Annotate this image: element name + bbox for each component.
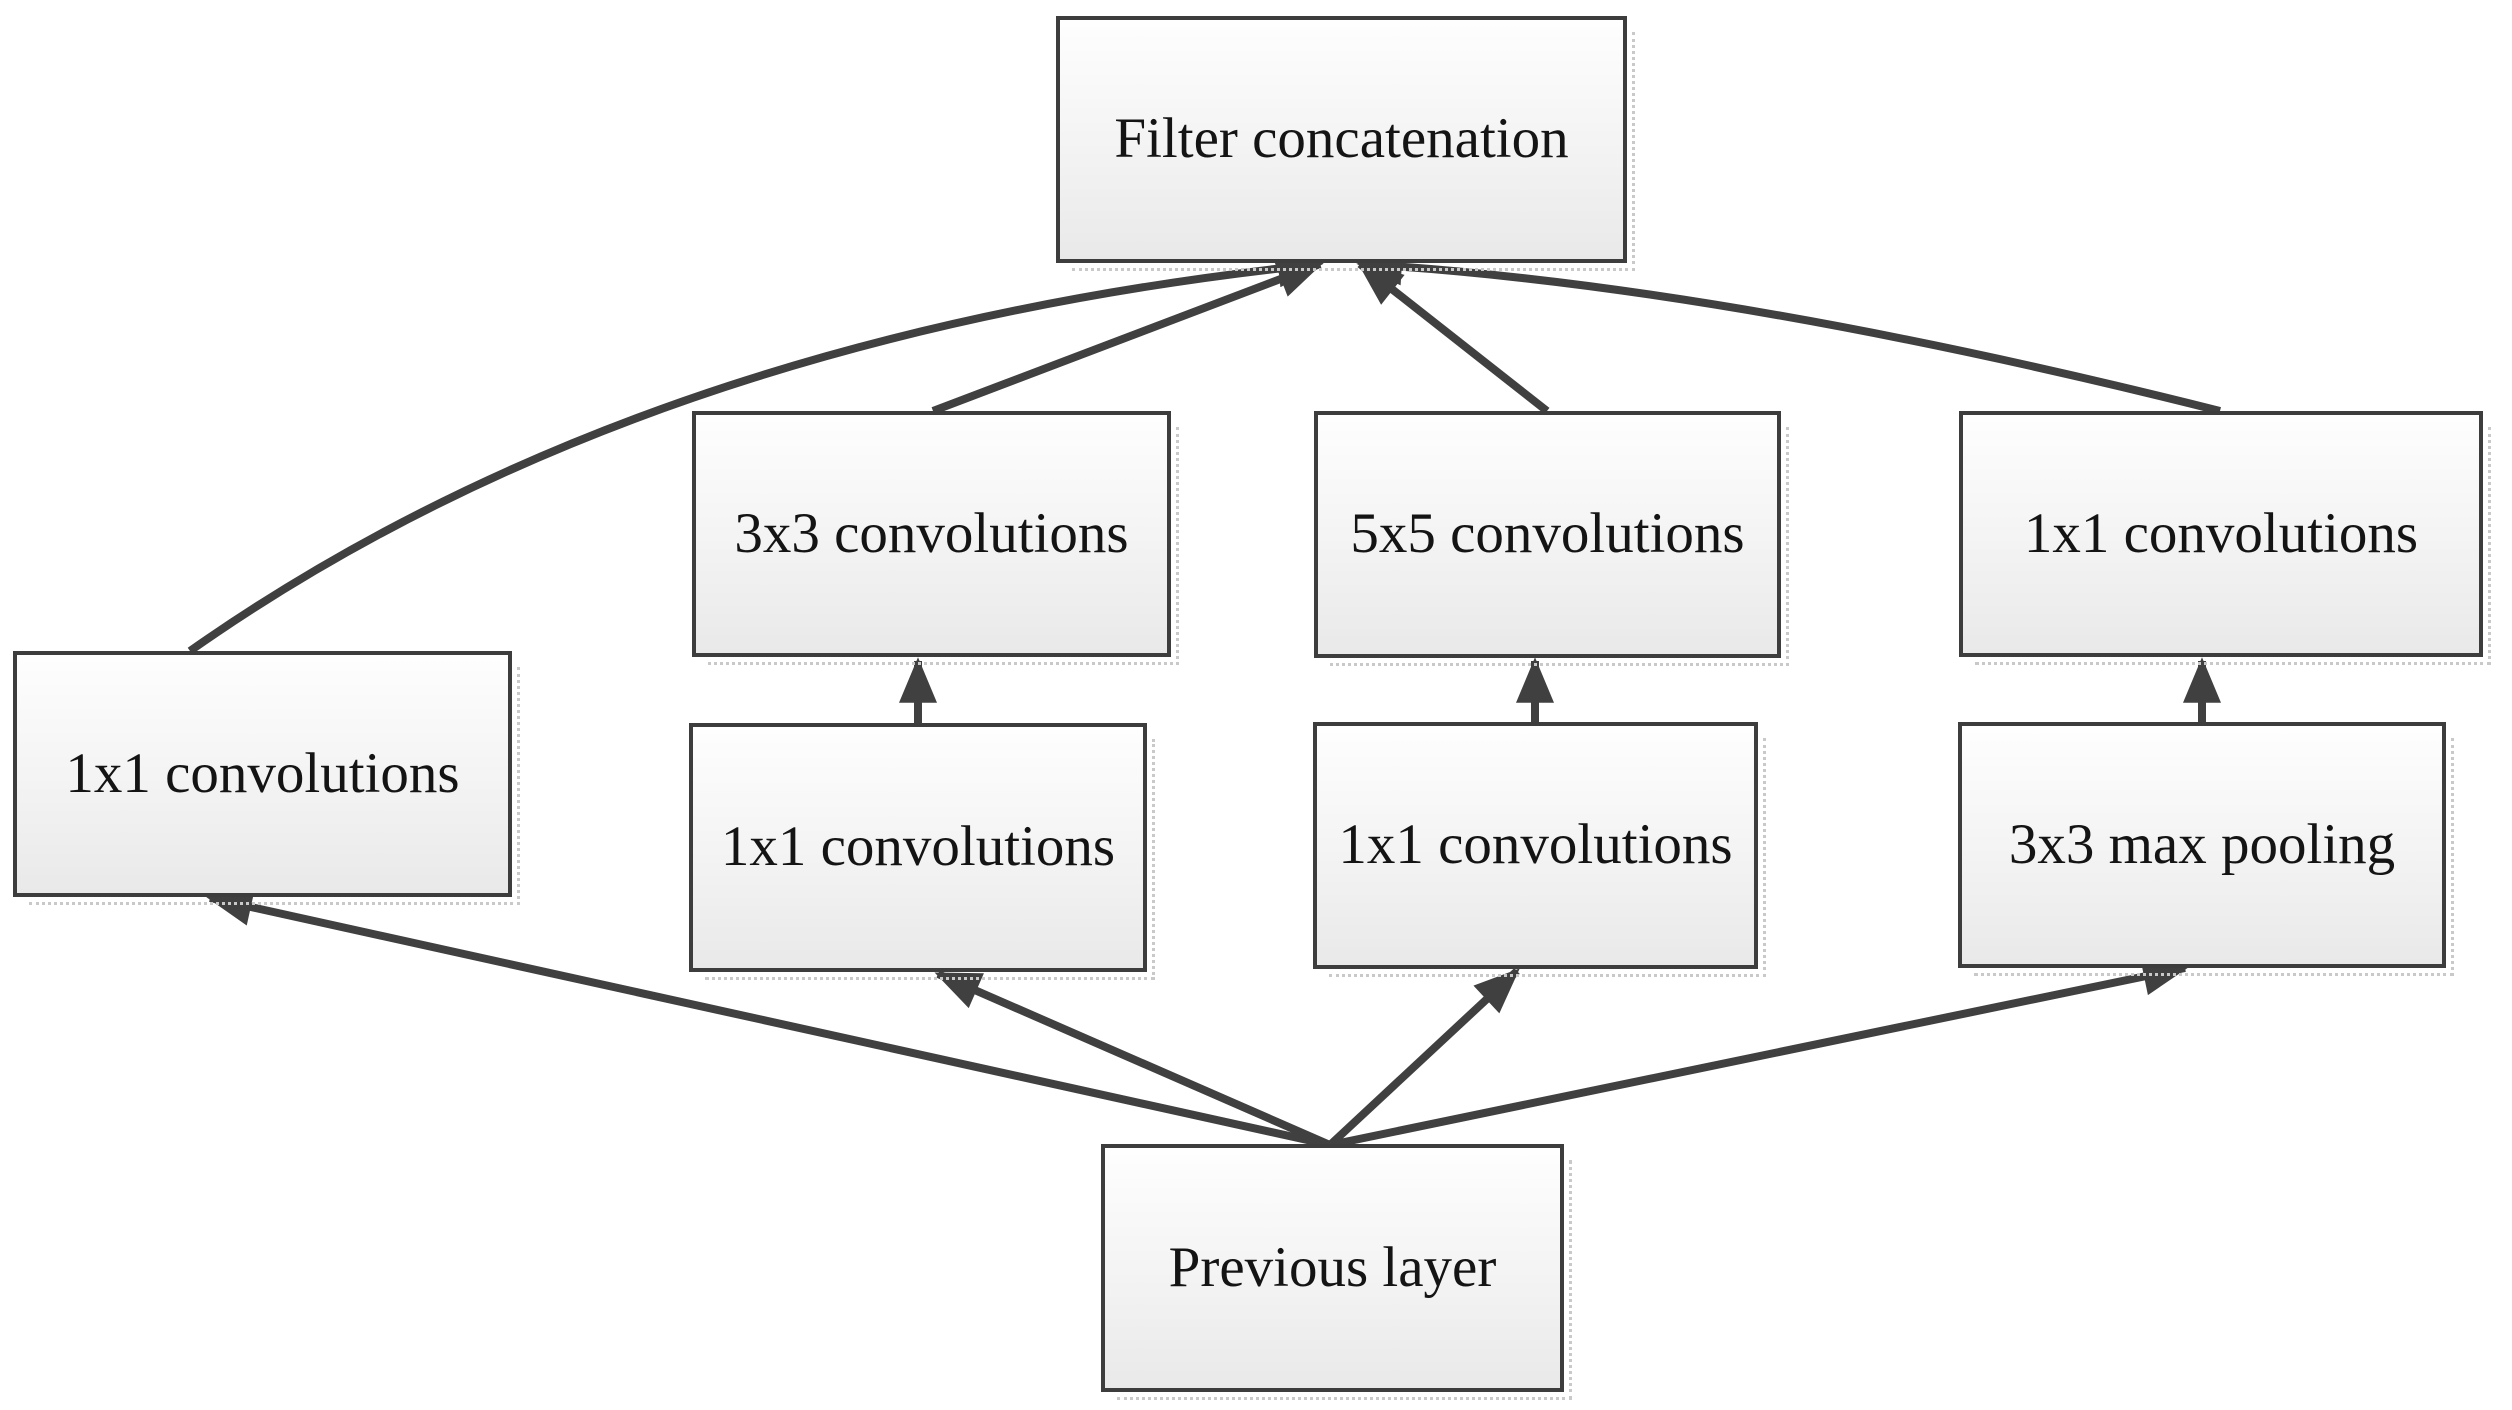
node-left-1x1-convolutions: 1x1 convolutions xyxy=(13,651,520,905)
node-label: 3x3 max pooling xyxy=(2008,812,2396,876)
node-label: 1x1 convolutions xyxy=(1338,813,1733,877)
node-label: 1x1 convolutions xyxy=(720,815,1116,879)
node-label: 5x5 convolutions xyxy=(1350,502,1745,566)
node-label: Previous layer xyxy=(1168,1235,1497,1299)
arrow-left-1x1-to-concat xyxy=(187,249,1324,655)
node-3x3-convolutions: 3x3 convolutions xyxy=(692,411,1179,665)
arrow-previous-to-left-1x1 xyxy=(206,888,1331,1149)
node-label: 3x3 convolutions xyxy=(734,501,1129,565)
arrow-conv5x5-to-concat xyxy=(1357,260,1550,415)
arrow-conv3x3-to-concat xyxy=(931,260,1324,415)
node-label: 1x1 convolutions xyxy=(65,741,460,805)
node-1x1-reduce-before-5x5: 1x1 convolutions xyxy=(1313,722,1766,977)
node-previous-layer: Previous layer xyxy=(1101,1144,1572,1400)
arrow-previous-to-maxpool xyxy=(1329,957,2189,1149)
node-right-1x1-convolutions: 1x1 convolutions xyxy=(1959,411,2491,665)
node-filter-concatenation: Filter concatenation xyxy=(1056,16,1635,271)
arrow-right-1x1-to-concat xyxy=(1356,247,2221,415)
arrow-previous-to-reduce3x3 xyxy=(934,970,1332,1149)
node-3x3-max-pooling: 3x3 max pooling xyxy=(1958,722,2454,976)
node-5x5-convolutions: 5x5 convolutions xyxy=(1314,411,1789,666)
node-1x1-reduce-before-3x3: 1x1 convolutions xyxy=(689,723,1155,980)
arrow-previous-to-reduce5x5 xyxy=(1327,968,1520,1148)
node-label: 1x1 convolutions xyxy=(2023,501,2419,565)
node-label: Filter concatenation xyxy=(1114,107,1569,171)
